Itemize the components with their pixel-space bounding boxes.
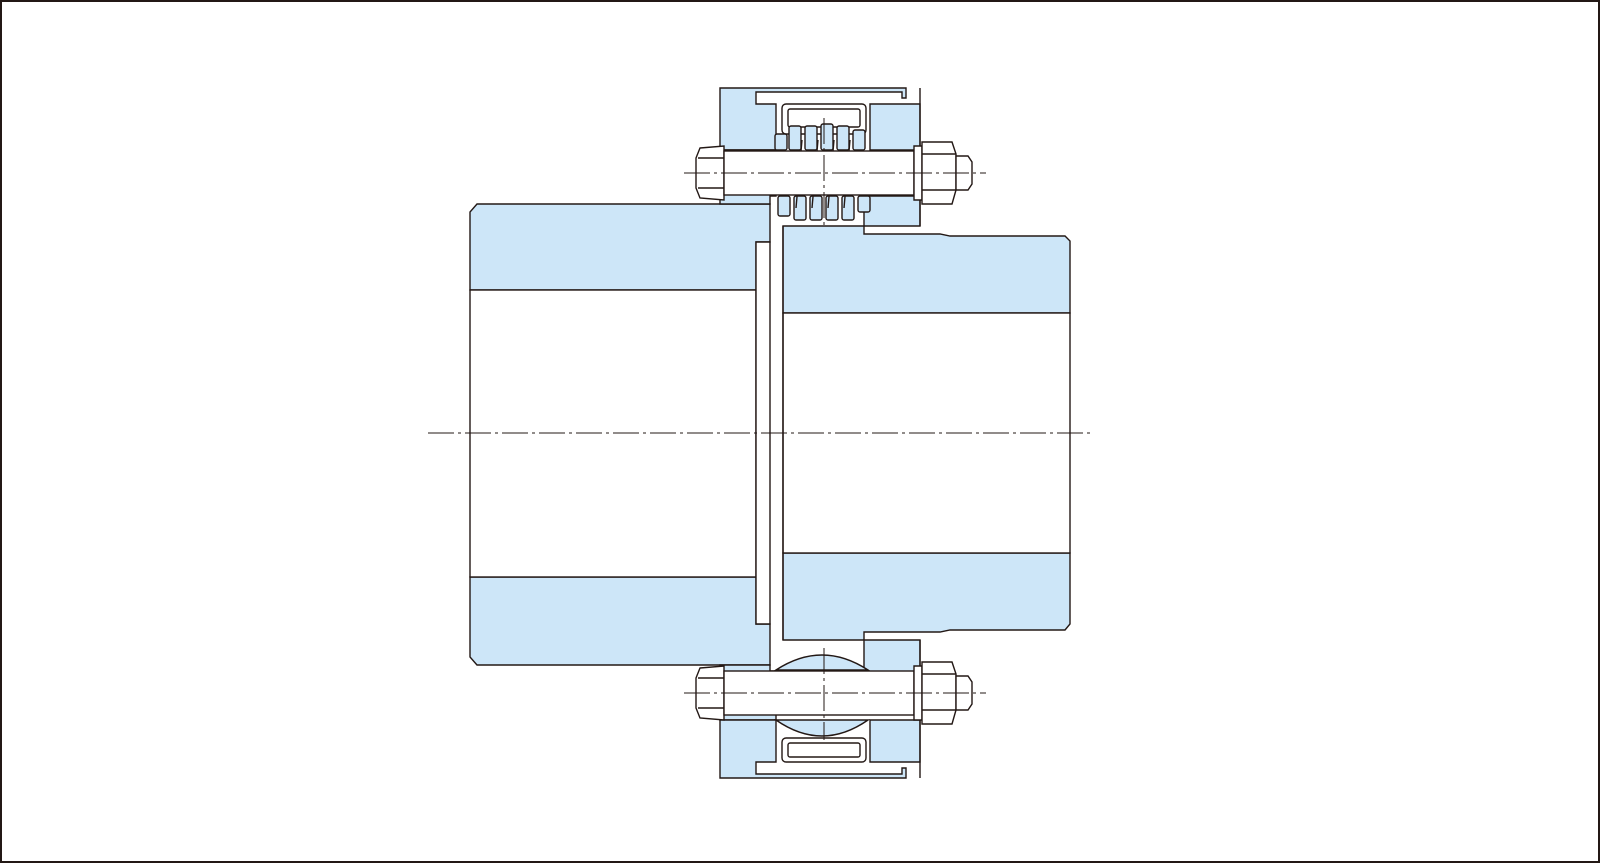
right-hub-lower: [782, 552, 1071, 641]
left-hub-upper: [469, 203, 771, 291]
upper-flange-right-body: [863, 195, 921, 227]
lower-flange-right: [869, 719, 921, 763]
left-hub-lower: [469, 576, 771, 666]
center-lines: [428, 118, 1092, 740]
lower-cushion-inner: [787, 742, 861, 758]
lower-flange-right-body: [863, 639, 921, 673]
upper-flange-right: [869, 103, 921, 151]
lower-flange-left: [719, 719, 907, 779]
right-hub-upper: [782, 225, 1071, 314]
lower-cushion-upper: [773, 654, 871, 671]
lower-cushion-lower: [773, 719, 871, 737]
